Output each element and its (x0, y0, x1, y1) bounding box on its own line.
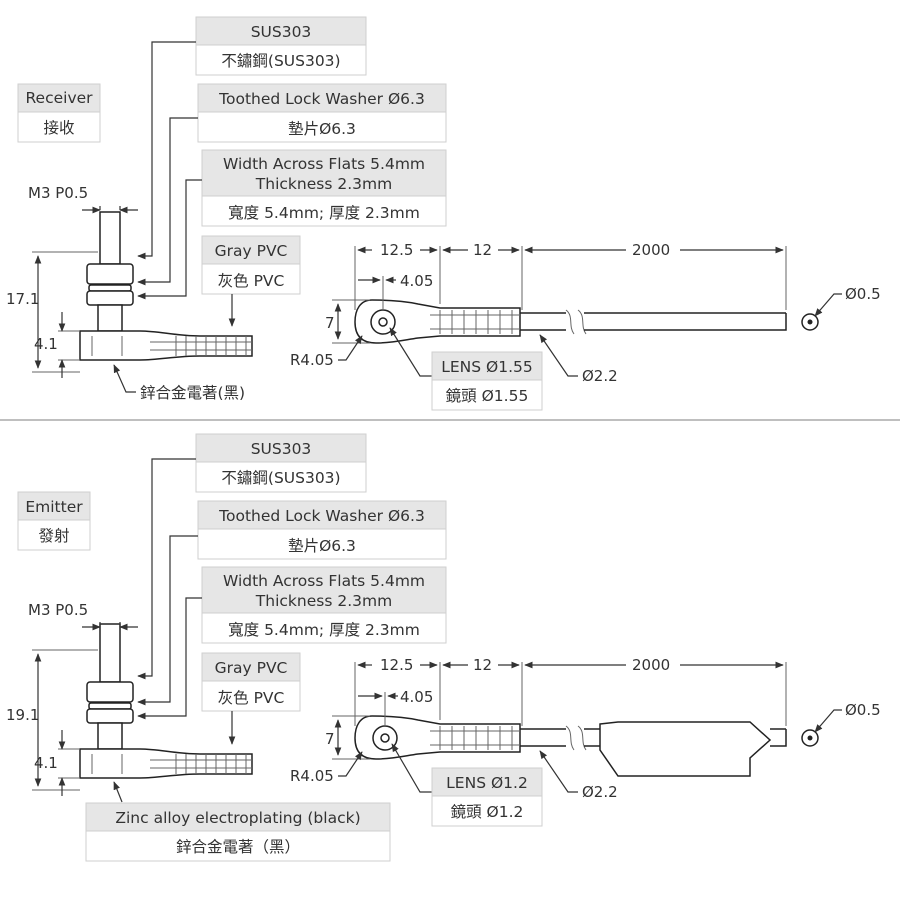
emitter-cable-box: Gray PVC 灰色 PVC (201, 652, 301, 712)
emitter-section: Emitter 發射 SUS303 不鏽鋼(SUS303) Toothed Lo… (6, 433, 881, 862)
receiver-material: SUS303 (251, 23, 312, 41)
receiver-cable-zh: 灰色 PVC (218, 272, 285, 290)
receiver-dim-a: 12.5 (380, 241, 413, 259)
emitter-washer-zh: 墊片Ø6.3 (288, 537, 356, 555)
emitter-washer: Toothed Lock Washer Ø6.3 (218, 507, 425, 525)
receiver-side-view (79, 211, 253, 361)
receiver-thread: M3 P0.5 (28, 184, 88, 202)
receiver-dim-b: 12 (473, 241, 492, 259)
emitter-flats-zh: 寬度 5.4mm; 厚度 2.3mm (228, 621, 420, 639)
emitter-fiber-dia: Ø0.5 (845, 701, 881, 719)
receiver-lens-box: LENS Ø1.55 鏡頭 Ø1.55 (431, 351, 543, 411)
receiver-washer-box: Toothed Lock Washer Ø6.3 墊片Ø6.3 (197, 83, 447, 143)
emitter-dim-head: 7 (325, 730, 335, 748)
emitter-dim-lens-off: 4.05 (400, 688, 433, 706)
receiver-flats-line2: Thickness 2.3mm (255, 175, 392, 193)
emitter-thread: M3 P0.5 (28, 601, 88, 619)
receiver-dim-head: 7 (325, 314, 335, 332)
emitter-base-height: 4.1 (34, 754, 58, 772)
receiver-plating-zh: 鋅合金電著(黑) (140, 384, 245, 402)
receiver-section: Receiver 接收 SUS303 不鏽鋼(SUS303) Toothed L… (6, 16, 881, 411)
emitter-plating-zh: 鋅合金電著（黑） (176, 838, 300, 856)
emitter-cable-zh: 灰色 PVC (218, 689, 285, 707)
receiver-base-height: 4.1 (34, 335, 58, 353)
emitter-flats-line2: Thickness 2.3mm (255, 592, 392, 610)
emitter-material: SUS303 (251, 440, 312, 458)
receiver-cable-dia: Ø2.2 (582, 367, 618, 385)
receiver-top-view (354, 299, 819, 344)
emitter-material-zh: 不鏽鋼(SUS303) (221, 469, 340, 487)
receiver-washer: Toothed Lock Washer Ø6.3 (218, 90, 425, 108)
receiver-radius: R4.05 (290, 351, 334, 369)
emitter-top-view (354, 715, 819, 777)
emitter-cable: Gray PVC (215, 659, 288, 677)
receiver-height: 17.1 (6, 290, 39, 308)
receiver-material-box: SUS303 不鏽鋼(SUS303) (195, 16, 367, 76)
emitter-flats-line1: Width Across Flats 5.4mm (223, 572, 425, 590)
emitter-radius: R4.05 (290, 767, 334, 785)
receiver-lens: LENS Ø1.55 (441, 358, 533, 376)
receiver-title-zh: 接收 (43, 119, 74, 137)
receiver-washer-zh: 墊片Ø6.3 (288, 120, 356, 138)
emitter-lens-zh: 鏡頭 Ø1.2 (451, 802, 524, 821)
emitter-title: Emitter (25, 498, 83, 516)
emitter-title-zh: 發射 (38, 527, 69, 545)
receiver-title-box: Receiver 接收 (17, 83, 101, 143)
receiver-flats-box: Width Across Flats 5.4mm Thickness 2.3mm… (201, 149, 447, 227)
receiver-lens-zh: 鏡頭 Ø1.55 (446, 386, 529, 405)
receiver-dim-len: 2000 (632, 241, 670, 259)
receiver-flats-line1: Width Across Flats 5.4mm (223, 155, 425, 173)
emitter-cable-dia: Ø2.2 (582, 783, 618, 801)
emitter-flats-box: Width Across Flats 5.4mm Thickness 2.3mm… (201, 566, 447, 644)
emitter-plating-box: Zinc alloy electroplating (black) 鋅合金電著（… (85, 802, 391, 862)
emitter-material-box: SUS303 不鏽鋼(SUS303) (195, 433, 367, 493)
emitter-lens-box: LENS Ø1.2 鏡頭 Ø1.2 (431, 767, 543, 827)
emitter-plating: Zinc alloy electroplating (black) (115, 809, 360, 827)
receiver-title: Receiver (25, 89, 93, 107)
receiver-dim-lens-off: 4.05 (400, 272, 433, 290)
emitter-side-view (79, 623, 253, 779)
receiver-fiber-dia: Ø0.5 (845, 285, 881, 303)
emitter-washer-box: Toothed Lock Washer Ø6.3 墊片Ø6.3 (197, 500, 447, 560)
receiver-flats-zh: 寬度 5.4mm; 厚度 2.3mm (228, 204, 420, 222)
receiver-cable-box: Gray PVC 灰色 PVC (201, 235, 301, 295)
emitter-height: 19.1 (6, 706, 39, 724)
receiver-material-zh: 不鏽鋼(SUS303) (221, 52, 340, 70)
emitter-lens: LENS Ø1.2 (446, 774, 528, 792)
emitter-dim-a: 12.5 (380, 656, 413, 674)
emitter-title-box: Emitter 發射 (17, 491, 91, 551)
emitter-dim-len: 2000 (632, 656, 670, 674)
receiver-cable: Gray PVC (215, 242, 288, 260)
emitter-dim-b: 12 (473, 656, 492, 674)
